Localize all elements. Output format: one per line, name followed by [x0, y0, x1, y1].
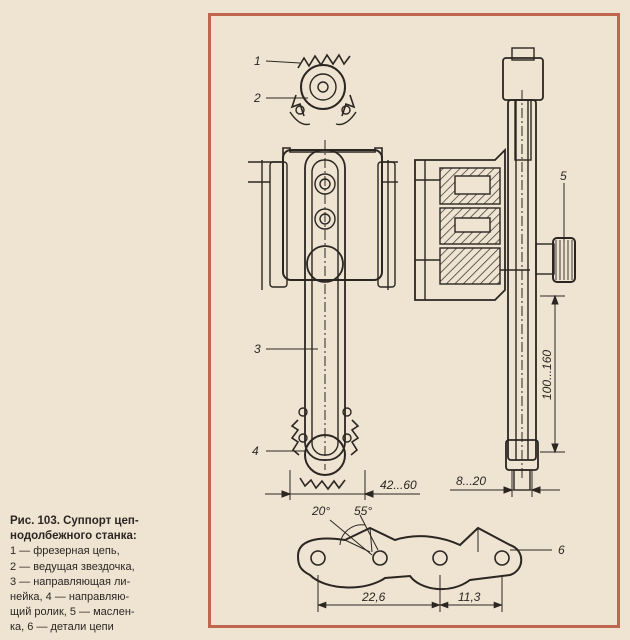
dim-side-height-text: 100...160: [540, 350, 554, 400]
label-6: 6: [558, 543, 565, 557]
dim-front-width-text: 42...60: [380, 478, 417, 492]
dim-pitch-text: 22,6: [361, 590, 386, 604]
label-1: 1: [254, 54, 261, 68]
leader-lines: [265, 60, 565, 452]
dim-side-width-text: 8...20: [456, 474, 486, 488]
figure-frame: [208, 13, 620, 628]
housing-section: [414, 147, 506, 301]
caption-title-line-2: нодолбежного станка:: [10, 530, 137, 543]
caption-line: 3 — направляющая ли-: [10, 575, 131, 588]
dimension-front-width: [265, 470, 420, 500]
dimension-side-width: [450, 470, 560, 497]
angle-2-text: 55°: [354, 504, 372, 518]
caption-line: ка, 6 — детали цепи: [10, 621, 114, 634]
caption-line: 2 — ведущая звездочка,: [10, 560, 135, 573]
front-view: [248, 53, 420, 500]
label-5: 5: [560, 169, 567, 183]
caption-line: нейка, 4 — направляю-: [10, 591, 130, 604]
label-2: 2: [253, 91, 261, 105]
figure-caption: Рис. 103. Суппорт цеп- нодолбежного стан…: [10, 514, 210, 636]
dimension-side-height: [540, 294, 565, 454]
dim-tooth-width-text: 11,3: [458, 590, 481, 604]
side-view: [414, 47, 576, 497]
guide-bar: [304, 140, 346, 470]
angle-1-text: 20°: [311, 504, 330, 518]
support-housing: [248, 147, 398, 290]
caption-title-line-1: Рис. 103. Суппорт цеп-: [10, 515, 139, 527]
drive-sprocket-top: [289, 53, 357, 126]
caption-line: щий ролик, 5 — маслен-: [10, 606, 135, 619]
caption-line: 1 — фрезерная цепь,: [10, 545, 120, 558]
label-3: 3: [254, 342, 261, 356]
oiler: [500, 237, 576, 283]
guide-roller-bottom: [290, 407, 360, 491]
chain-parts: [296, 514, 552, 612]
sprocket-side: [502, 57, 544, 101]
label-4: 4: [252, 444, 259, 458]
